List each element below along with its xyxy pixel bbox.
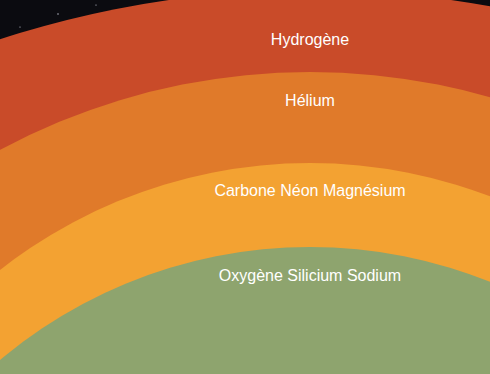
layer-shape <box>0 247 490 374</box>
oxygen-layer: Oxygène Silicium Sodium <box>0 247 490 374</box>
element-label: Oxygène Silicium Sodium <box>219 266 401 285</box>
element-label: Hélium <box>285 91 335 110</box>
element-label: Carbone Néon Magnésium <box>214 181 405 200</box>
layer-disc <box>0 72 490 374</box>
element-label: Hydrogène <box>271 30 349 49</box>
layer-disc <box>0 247 490 374</box>
